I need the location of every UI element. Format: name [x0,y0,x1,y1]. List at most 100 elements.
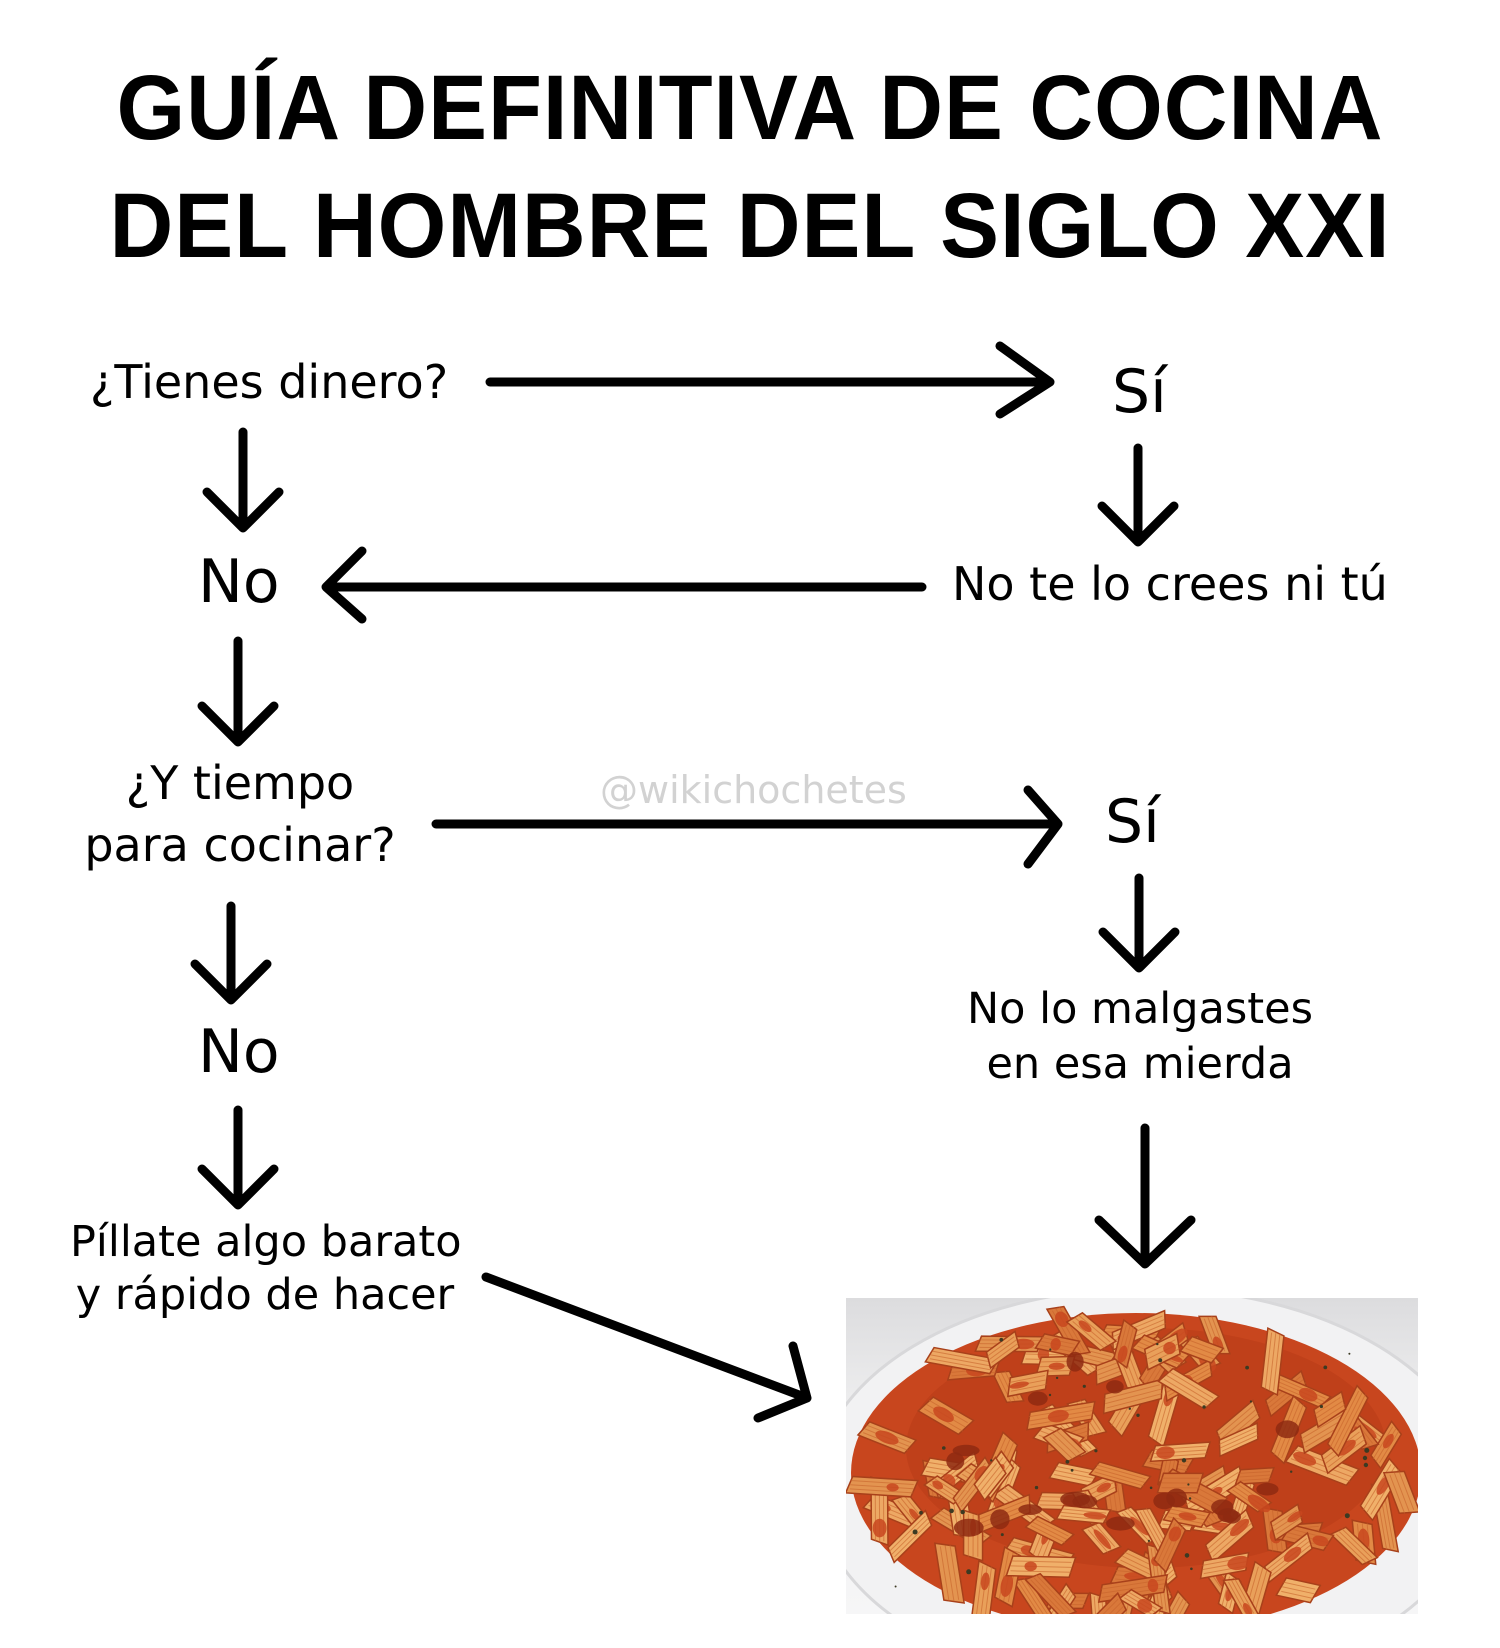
penne-piece [1065,1311,1118,1352]
herb-speck [942,1446,946,1450]
penne-piece [1156,1472,1205,1494]
penne-piece [1088,1461,1152,1490]
penne-piece [1218,1422,1259,1458]
herb-speck [1362,1455,1368,1461]
penne-piece [970,1559,997,1614]
penne-piece [887,1509,933,1564]
penne-piece [1006,1369,1049,1398]
arrow-dont-waste-to-pasta [1094,1123,1196,1269]
herb-speck [1323,1365,1328,1370]
penne-piece [1225,1480,1273,1513]
herb-speck [949,1508,954,1514]
meat-chunk [953,1518,984,1537]
meat-chunk [1027,1391,1048,1406]
meat-chunk [1166,1488,1187,1508]
penne-piece [1113,1318,1138,1370]
answer-time-no: No [198,1017,280,1087]
title-line-2: DEL HOMBRE DEL SIGLO XXI [109,175,1391,277]
herb-speck [1363,1462,1369,1468]
herb-speck [1181,1458,1187,1463]
meat-chunk [1222,1510,1241,1524]
penne-piece [1149,1441,1212,1463]
meat-chunk [1018,1504,1043,1515]
herb-speck [1149,1486,1153,1490]
herb-speck [1136,1413,1140,1417]
answer-money-yes: Sí [1112,357,1167,427]
meat-chunk [952,1444,980,1457]
answer-time-yes: Sí [1105,787,1160,857]
question-time-line-2: para cocinar? [84,817,396,872]
penne-piece [1329,1526,1379,1566]
node-cheap-fast-line-1: Píllate algo barato [70,1217,462,1267]
node-dont-waste-line-2: en esa mierda [986,1039,1294,1090]
arrow-no-to-cheap [197,1105,279,1210]
herb-speck [966,1569,972,1575]
answer-money-no: No [198,547,280,617]
penne-piece [1156,1590,1191,1614]
meat-chunk [1106,1516,1135,1531]
arrow-time-to-yes [431,785,1063,869]
penne-piece [1078,1591,1128,1614]
penne-piece [1275,1577,1322,1604]
herb-speck [1094,1449,1098,1453]
herb-speck [1070,1468,1074,1472]
herb-speck [1184,1553,1190,1558]
meat-chunk [1072,1494,1098,1509]
penne-piece [1102,1378,1164,1415]
herb-speck [1156,1342,1159,1346]
node-cheap-fast-line-2: y rápido de hacer [75,1270,455,1321]
penne-piece [985,1330,1020,1370]
arrow-cheap-to-pasta [481,1272,812,1423]
penne-piece [1369,1419,1403,1470]
herb-speck [919,1510,923,1515]
penne-piece [1005,1555,1077,1578]
herb-speck [1187,1483,1190,1486]
penne-piece [1222,1578,1260,1614]
herb-speck [960,1509,965,1515]
penne-piece [846,1475,920,1498]
herb-speck [1245,1365,1249,1370]
penne-piece [1179,1335,1225,1364]
penne-piece [1313,1390,1347,1429]
penne-piece [924,1346,1000,1375]
arrow-yes-to-dont-waste [1098,873,1180,973]
herb-speck [1319,1404,1323,1409]
herb-speck [1034,1485,1039,1490]
penne-piece [1034,1333,1081,1357]
herb-speck [1344,1513,1350,1519]
penne-piece [856,1420,918,1455]
herb-speck [1364,1447,1370,1453]
title-line-1: GUÍA DEFINITIVA DE COCINA [116,57,1384,159]
herb-speck [1048,1393,1052,1397]
penne-piece [1204,1508,1255,1564]
penne-piece [1234,1466,1275,1486]
herb-speck [1249,1400,1252,1403]
herb-speck [1065,1459,1070,1464]
penne-piece [917,1396,975,1436]
question-time: ¿Y tiempo para cocinar? [70,757,410,872]
herb-speck [1158,1358,1163,1363]
herb-speck [1348,1352,1351,1355]
meat-chunk [1106,1380,1124,1394]
arrow-time-to-no [190,901,272,1005]
penne-piece [1143,1332,1181,1371]
penne-piece [1117,1588,1164,1614]
penne-piece [933,1542,966,1604]
penne-piece [1024,1515,1076,1547]
meat-chunk [1066,1351,1084,1372]
meat-chunk [1256,1482,1279,1496]
penne-piece [1153,1516,1187,1574]
penne-piece [1382,1470,1418,1515]
arrow-money-to-yes [485,341,1055,419]
herb-speck [1147,1539,1150,1542]
pasta-illustration [846,1298,1418,1614]
penne-piece [973,1456,1007,1502]
herb-speck [999,1337,1004,1342]
penne-piece [1269,1503,1304,1542]
node-cheap-fast: Píllate algo barato y rápido de hacer [70,1217,462,1321]
arrow-disbelief-to-no [321,546,927,624]
herb-speck [1049,1348,1052,1351]
penne-piece [1055,1504,1112,1525]
arrow-money-to-no [202,427,284,533]
